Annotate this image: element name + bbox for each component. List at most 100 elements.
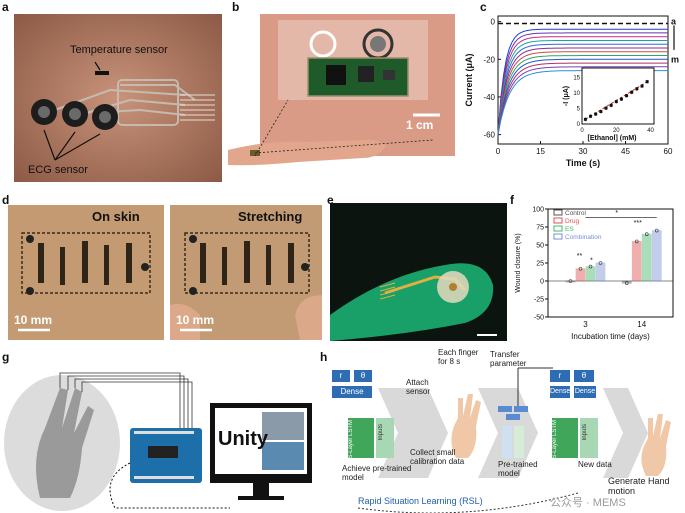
series-line bbox=[497, 36, 668, 135]
y-tick-label: 75 bbox=[536, 225, 544, 232]
bar bbox=[621, 280, 632, 284]
series-label-a: a bbox=[671, 17, 677, 27]
series-line bbox=[497, 40, 668, 135]
bar bbox=[641, 233, 652, 282]
inset-point bbox=[645, 80, 649, 84]
panel-h-diagram bbox=[348, 367, 671, 513]
x-tick-label: 15 bbox=[536, 147, 545, 156]
inset-frame bbox=[581, 67, 655, 125]
inset-point bbox=[589, 114, 593, 118]
y-tick-label: 0 bbox=[540, 279, 544, 286]
inset-point bbox=[594, 112, 598, 116]
y-axis-label: Wound closure (%) bbox=[515, 233, 522, 292]
inset-point bbox=[625, 94, 629, 98]
series-line bbox=[497, 58, 668, 135]
inset-y-tick-label: 10 bbox=[573, 91, 580, 97]
panel-e: e bbox=[325, 195, 507, 343]
x-tick-label: 3 bbox=[583, 320, 588, 329]
data-point bbox=[578, 266, 583, 271]
panel-a-label: a bbox=[2, 0, 9, 14]
inset-point bbox=[583, 117, 587, 121]
right-dense-box-2: Dense bbox=[574, 386, 596, 398]
unity-text: Unity bbox=[218, 428, 268, 450]
inset-point bbox=[604, 106, 608, 110]
left-r-box: r bbox=[332, 370, 350, 382]
panel-b: b 1 cm bbox=[228, 0, 458, 182]
inset-point bbox=[635, 87, 639, 91]
attach-sensor-text: Attach sensor bbox=[406, 378, 431, 396]
panel-d: d On skin Stretching 10 mm 10 mm bbox=[0, 195, 322, 343]
bar bbox=[651, 230, 662, 282]
significance-annotation: * bbox=[590, 257, 593, 264]
panel-a: a Temperature sensor ECG sensor bbox=[0, 0, 222, 182]
x-tick-label: 14 bbox=[637, 320, 646, 329]
data-point bbox=[644, 232, 649, 237]
left-theta-box: θ bbox=[354, 370, 372, 382]
panel-d-label: d bbox=[2, 195, 10, 207]
y-tick-label: 0 bbox=[491, 18, 496, 27]
inset-x-tick-label: 0 bbox=[580, 128, 584, 134]
achieve-text: Achieve pre-trained model bbox=[342, 464, 412, 482]
y-tick-label: -50 bbox=[534, 315, 544, 322]
transfer-parameter-text: Transfer parameter bbox=[490, 350, 527, 368]
legend-swatch bbox=[553, 225, 563, 232]
series-label-m: m bbox=[671, 54, 679, 64]
left-dense-box: Dense bbox=[332, 386, 372, 398]
panel-g-scene bbox=[4, 372, 312, 511]
inset-point bbox=[614, 100, 618, 104]
inset-y-label: -I (μA) bbox=[563, 86, 570, 106]
inset-point bbox=[599, 110, 603, 114]
x-tick-label: 60 bbox=[664, 147, 673, 156]
bar bbox=[631, 241, 642, 282]
panel-h-label: h bbox=[320, 350, 328, 364]
panel-f-label: f bbox=[510, 195, 514, 207]
data-point bbox=[654, 228, 659, 233]
inset-point bbox=[619, 97, 623, 101]
legend-label: ES bbox=[565, 226, 574, 233]
y-tick-label: -20 bbox=[483, 55, 495, 64]
x-tick-label: 0 bbox=[496, 147, 501, 156]
y-tick-label: 50 bbox=[536, 243, 544, 250]
legend-swatch bbox=[553, 209, 563, 216]
x-tick-label: 45 bbox=[621, 147, 630, 156]
bar bbox=[595, 262, 606, 282]
x-axis-label: Incubation time (days) bbox=[571, 332, 650, 341]
series-line bbox=[497, 28, 668, 135]
data-point bbox=[568, 279, 573, 283]
bar bbox=[565, 280, 576, 283]
temperature-sensor-label: Temperature sensor bbox=[70, 44, 168, 56]
y-tick-label: 25 bbox=[536, 261, 544, 268]
right-lstm-text: S-Layer LSTM bbox=[552, 420, 558, 459]
inset-x-label: [Ethanol] (mM) bbox=[588, 135, 637, 142]
series-line bbox=[497, 66, 668, 135]
y-tick-label: 100 bbox=[532, 207, 544, 214]
left-lstm-text: S-Layer LSTM bbox=[348, 420, 354, 459]
pretrained-text: Pre-trained model bbox=[498, 460, 538, 478]
series-line bbox=[497, 51, 668, 135]
panel-a-photo bbox=[14, 14, 222, 182]
right-r-box: r bbox=[550, 370, 570, 382]
series-line bbox=[497, 62, 668, 135]
stretching-caption: Stretching bbox=[238, 209, 303, 224]
on-skin-caption: On skin bbox=[92, 209, 140, 224]
data-point bbox=[634, 239, 639, 244]
legend-label: Drug bbox=[565, 218, 579, 225]
panel-h: h r θ Dense S-Layer LSTM Inputs r θ Dens… bbox=[318, 348, 685, 513]
data-point bbox=[624, 281, 629, 285]
panel-b-label: b bbox=[232, 0, 240, 14]
panel-g-label: g bbox=[2, 350, 10, 364]
collect-text: Collect small calibration data bbox=[410, 448, 465, 466]
panel-b-photo bbox=[228, 0, 458, 182]
right-theta-box: θ bbox=[574, 370, 594, 382]
temperature-sensor-chip bbox=[95, 71, 109, 75]
bar bbox=[585, 266, 596, 282]
y-tick-label: -60 bbox=[483, 131, 495, 140]
legend-swatch bbox=[553, 217, 563, 224]
x-tick-label: 30 bbox=[579, 147, 588, 156]
panel-e-photo bbox=[330, 203, 507, 341]
series-line bbox=[497, 55, 668, 135]
significance-annotation: * bbox=[615, 210, 618, 217]
